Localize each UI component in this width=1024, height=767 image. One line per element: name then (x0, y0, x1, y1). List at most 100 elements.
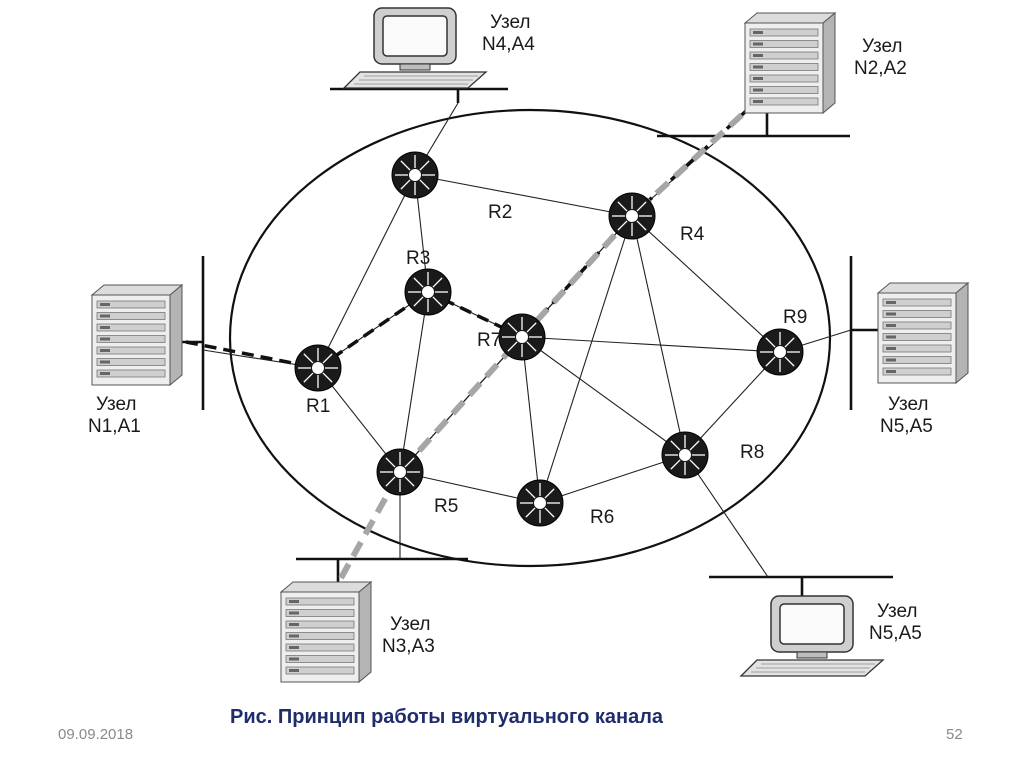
router-hub (774, 346, 786, 358)
server-drive-bay (285, 655, 355, 663)
server-drive-bay (882, 344, 952, 353)
router-hub (394, 466, 406, 478)
server-top (743, 12, 837, 24)
link-r6-r8 (539, 454, 686, 504)
router-spoke (784, 356, 795, 367)
server-drive-led (886, 301, 896, 304)
server-drive-led (753, 100, 763, 103)
node-label-line2: N5,A5 (869, 623, 922, 644)
monitor-stand (796, 651, 828, 659)
server-drive-bay (285, 643, 355, 652)
link-r4-r9 (631, 215, 781, 353)
monitor-stand (399, 63, 431, 71)
link-r5-r6 (399, 471, 541, 504)
lan-n1 (180, 256, 205, 410)
router-spoke (303, 353, 314, 364)
server-drive-bay (96, 346, 166, 355)
link-r7-r9 (521, 336, 781, 353)
router-label: R4 (680, 224, 705, 245)
server-side (169, 283, 183, 387)
lan-n2 (657, 113, 850, 138)
router-spoke (507, 322, 518, 333)
lan-n3 (296, 557, 468, 582)
server-drive-bay (285, 597, 355, 606)
server-drive-bay (749, 74, 819, 83)
server-drive-bay (96, 312, 166, 320)
footer-date: 09.09.2018 (58, 726, 134, 743)
router-spoke (419, 179, 430, 190)
server-top (279, 581, 373, 593)
router-spoke (432, 296, 443, 307)
server-top (876, 282, 970, 294)
server-drive-bay (285, 632, 355, 640)
router-r1: R1 (294, 344, 342, 417)
server-drive-bay (285, 666, 355, 675)
router-spoke (404, 476, 415, 487)
network-boundary (228, 108, 832, 568)
node-label-line2: N1,A1 (88, 416, 141, 437)
router-spoke (765, 337, 776, 348)
router-spoke (385, 476, 396, 487)
uplink-r8 (684, 454, 769, 578)
server-drive-led (753, 65, 763, 69)
virtual-circuit-black-dashed (185, 98, 760, 370)
server-drive-bay (749, 40, 819, 48)
server-drive-led (289, 646, 299, 649)
router-r9: R9 (756, 307, 807, 376)
router-label: R3 (406, 248, 430, 269)
router-spoke (413, 277, 424, 288)
router-label: R5 (434, 496, 458, 517)
node-label-line1: Узел (877, 601, 918, 622)
router-r4: R4 (608, 192, 705, 245)
server-drive-led (753, 88, 763, 92)
router-hub (534, 497, 546, 509)
server-drive-bay (96, 358, 166, 366)
figure-caption: Рис. Принцип работы виртуального канала (230, 706, 664, 728)
server-drive-bay (882, 321, 952, 330)
router-spoke (689, 459, 700, 470)
router-spoke (322, 353, 333, 364)
server-side (955, 281, 969, 385)
server-drive-led (753, 42, 763, 46)
server-drive-bay (882, 367, 952, 376)
server-drive-bay (96, 335, 166, 343)
server-drive-led (753, 77, 763, 80)
router-spoke (670, 459, 681, 470)
server-drive-led (886, 358, 896, 362)
router-spoke (400, 179, 411, 190)
router-spoke (544, 488, 555, 499)
router-spoke (525, 488, 536, 499)
router-spoke (400, 160, 411, 171)
router-label: R1 (306, 396, 330, 417)
router-r8: R8 (661, 431, 764, 479)
router-spoke (303, 372, 314, 383)
router-label: R8 (740, 442, 764, 463)
router-spoke (322, 372, 333, 383)
router-spoke (432, 277, 443, 288)
node-label-line2: N5,A5 (880, 416, 933, 437)
server-drive-bay (882, 333, 952, 341)
server-drive-bay (882, 298, 952, 307)
router-hub (312, 362, 324, 374)
page-number: 52 (946, 726, 963, 743)
router-spoke (617, 220, 628, 231)
server-drive-led (753, 54, 763, 57)
server-drive-led (886, 312, 896, 316)
router-r7: R7 (477, 313, 546, 361)
node-label-line1: Узел (390, 614, 431, 635)
server-drive-led (100, 337, 110, 341)
server-drive-led (289, 634, 299, 638)
router-r6: R6 (516, 479, 614, 528)
server-drive-bay (882, 310, 952, 318)
server-drive-bay (96, 300, 166, 309)
server-drive-led (100, 372, 110, 375)
router-spoke (385, 457, 396, 468)
server-drive-bay (749, 28, 819, 37)
router-spoke (784, 337, 795, 348)
node-label-line2: N4,A4 (482, 34, 535, 55)
